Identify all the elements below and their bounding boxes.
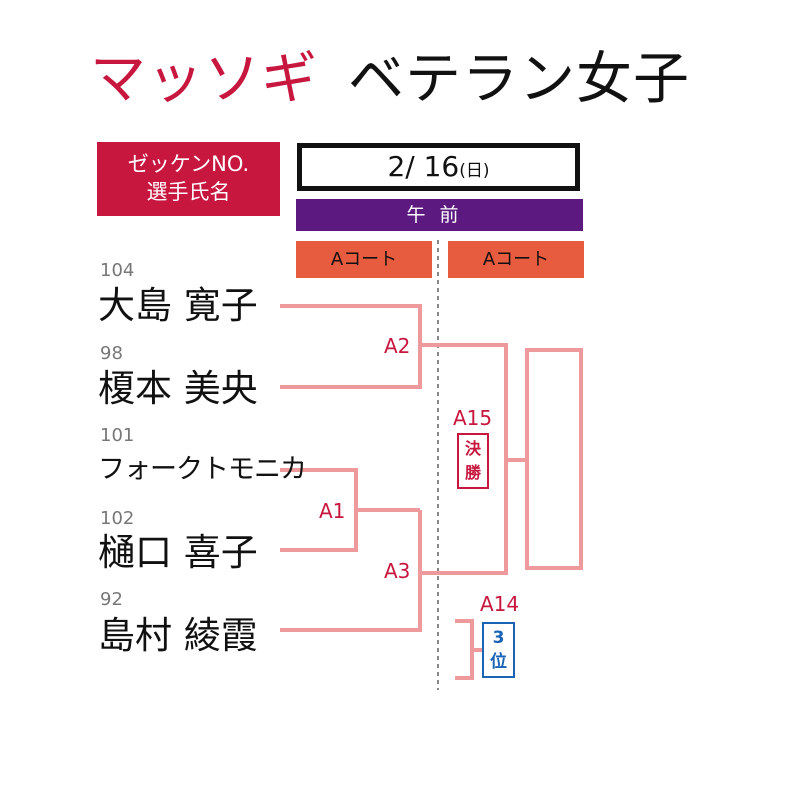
player-number: 101 — [100, 425, 135, 446]
player-name: 榎本 美央 — [98, 367, 258, 410]
event-title: マッソギ — [90, 47, 318, 112]
column-header-badge: ゼッケンNO. 選手氏名 — [97, 142, 280, 216]
session-bar: 午前 — [296, 199, 583, 231]
player-name: 島村 綾霞 — [98, 614, 258, 657]
third-place-number: 3 — [492, 628, 505, 648]
date-day: 2/ 16 — [387, 150, 460, 183]
match-label-a1: A1 — [319, 499, 346, 523]
court-label-left: Aコート — [296, 241, 432, 278]
court-label-right: Aコート — [448, 241, 584, 278]
winner-box — [525, 348, 583, 570]
match-label-a3: A3 — [384, 559, 411, 583]
header-line1: ゼッケンNO. — [127, 152, 250, 176]
third-place-badge: 3 位 — [482, 622, 515, 678]
header-line2: 選手氏名 — [146, 180, 231, 204]
page-title: マッソギベテラン女子 — [90, 52, 690, 108]
player-number: 98 — [100, 343, 123, 364]
match-label-a15: A15 — [453, 406, 493, 430]
match-label-a2: A2 — [384, 334, 411, 358]
player-name: 大島 寛子 — [98, 284, 258, 327]
bracket-connectors — [280, 304, 527, 680]
division-title: ベテラン女子 — [348, 47, 690, 112]
date-weekday: (日) — [459, 161, 490, 181]
player-name: フォークトモニカ — [98, 454, 307, 485]
third-place-suffix: 位 — [490, 652, 507, 672]
player-number: 104 — [100, 260, 135, 281]
player-name: 樋口 喜子 — [98, 531, 258, 574]
player-number: 102 — [100, 508, 135, 529]
player-number: 92 — [100, 589, 123, 610]
match-label-a14: A14 — [480, 592, 520, 616]
date-box: 2/ 16(日) — [297, 143, 580, 191]
final-badge: 決勝 — [457, 433, 489, 489]
